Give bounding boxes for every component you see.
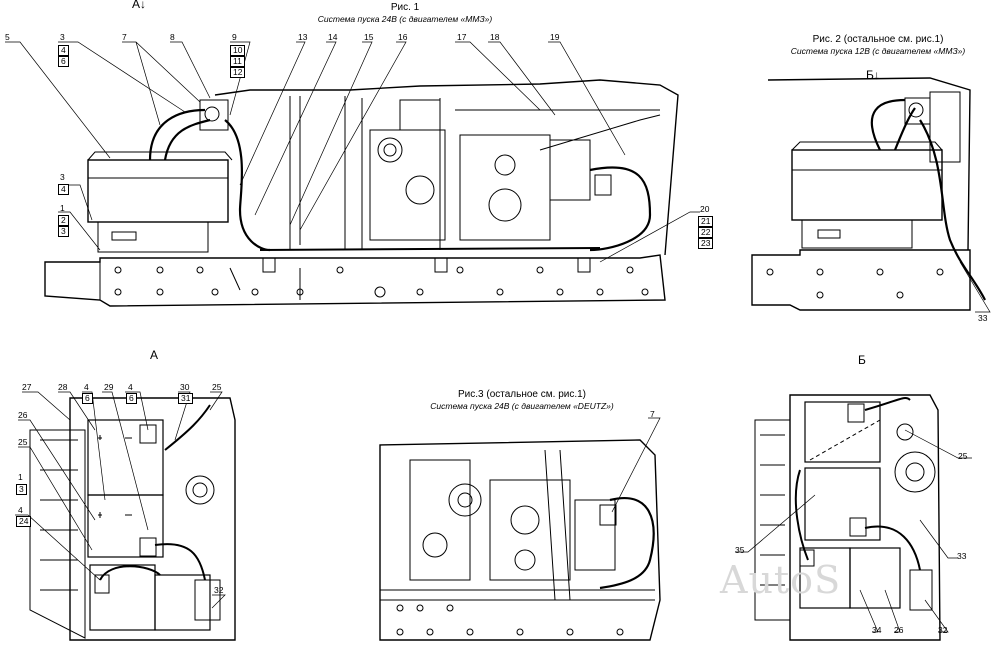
callout: 6 xyxy=(58,56,69,67)
watermark: AutoS xyxy=(720,558,842,602)
callout: 21 xyxy=(698,216,714,227)
callout: 34 xyxy=(872,625,882,635)
callout: 17 xyxy=(457,32,467,42)
callout: 35 xyxy=(735,545,745,555)
callout: 5 xyxy=(5,32,10,42)
callout: 6 xyxy=(82,393,93,404)
callout: 9 xyxy=(232,32,237,42)
fig2-title: Рис. 2 (остальное см. рис.1) xyxy=(812,34,944,45)
callout: 25 xyxy=(212,382,222,392)
fig1-leaders xyxy=(5,41,700,263)
callout: 26 xyxy=(18,410,28,420)
callout: 27 xyxy=(22,382,32,392)
callout: 4 xyxy=(58,184,69,195)
callout: 15 xyxy=(364,32,374,42)
callout: 3 xyxy=(60,172,65,182)
callout: 29 xyxy=(104,382,114,392)
callout: 25 xyxy=(958,451,968,461)
callout: 11 xyxy=(230,56,245,67)
fig1-drawing xyxy=(44,79,679,307)
callout: 4 xyxy=(18,505,23,515)
callout: 7 xyxy=(650,409,655,419)
callout: 26 xyxy=(894,625,904,635)
callout: 3 xyxy=(16,484,27,495)
callout: 8 xyxy=(170,32,175,42)
callout: 30 xyxy=(180,382,190,392)
callout: 22 xyxy=(698,227,714,238)
callout: 1 xyxy=(60,203,65,213)
callout: 3 xyxy=(60,32,65,42)
callout: 19 xyxy=(550,32,560,42)
view-b-arrow: Б↓ xyxy=(866,68,880,82)
callout: 13 xyxy=(298,32,308,42)
view-b-label: Б xyxy=(858,353,866,367)
view-a-label: А xyxy=(150,348,159,362)
callout: 3 xyxy=(58,226,69,237)
callout: 14 xyxy=(328,32,338,42)
fig3-subtitle: Система пуска 24В (с двигателем «DEUTZ») xyxy=(430,401,614,411)
callout: 18 xyxy=(490,32,500,42)
callout: 1 xyxy=(18,472,23,482)
fig3-drawing xyxy=(379,417,661,641)
callout: 32 xyxy=(214,585,224,595)
fig1-subtitle: Система пуска 24В (с двигателем «ММЗ») xyxy=(317,14,493,24)
callout: 25 xyxy=(18,437,28,447)
callout: 12 xyxy=(230,67,246,78)
view-a-drawing xyxy=(15,391,236,641)
callout: 6 xyxy=(126,393,137,404)
fig2-subtitle: Система пуска 12В (с двигателем «ММЗ») xyxy=(790,46,966,56)
callout: 7 xyxy=(122,32,127,42)
view-a-arrow: А↓ xyxy=(132,0,147,11)
callout: 23 xyxy=(698,238,714,249)
callout: 32 xyxy=(938,625,948,635)
callout: 20 xyxy=(700,204,710,214)
callout: 4 xyxy=(128,382,133,392)
view-b-drawing xyxy=(735,394,972,641)
callout: 4 xyxy=(58,45,69,56)
fig3-title: Рис.3 (остальное см. рис.1) xyxy=(457,389,587,400)
callout: 10 xyxy=(230,45,246,56)
callout: 24 xyxy=(16,516,32,527)
callout: 2 xyxy=(58,215,69,226)
callout: 28 xyxy=(58,382,68,392)
callout: 4 xyxy=(84,382,89,392)
fig2-drawing xyxy=(751,77,991,313)
callout: 16 xyxy=(398,32,408,42)
callout: 33 xyxy=(978,313,988,323)
fig1-title: Рис. 1 xyxy=(390,2,420,13)
callout: 31 xyxy=(178,393,194,404)
callout: 33 xyxy=(957,551,967,561)
